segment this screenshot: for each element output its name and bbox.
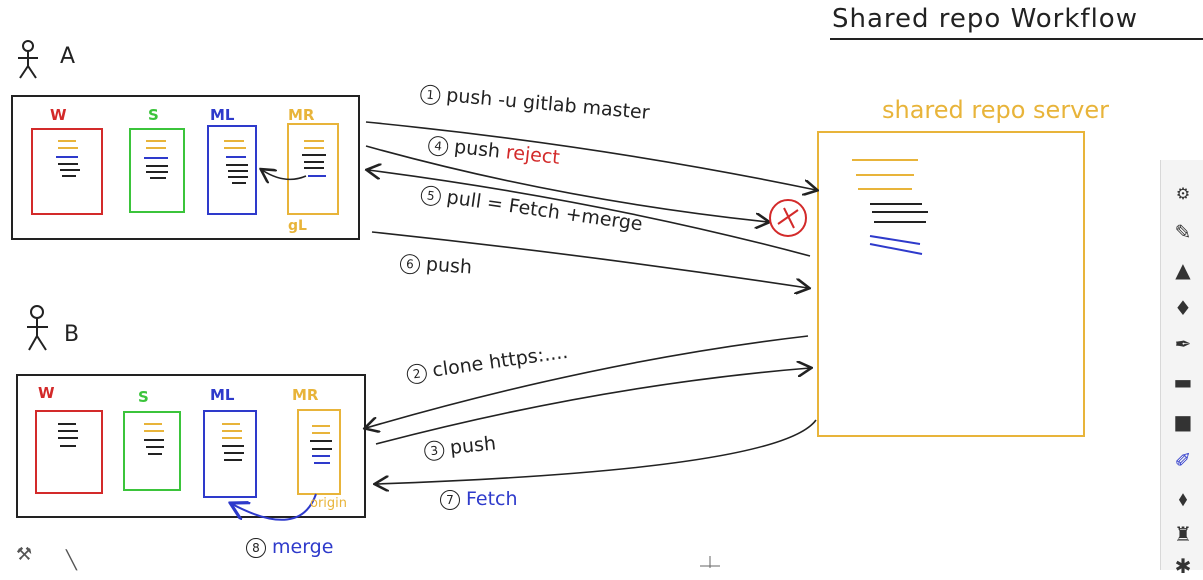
step-4-text: push — [453, 135, 502, 163]
marker-icon[interactable]: ▲ — [1175, 258, 1191, 282]
server-label: shared repo server — [882, 96, 1110, 124]
pencil-icon[interactable]: ✎ — [1174, 220, 1192, 244]
repo-b-box — [16, 374, 366, 518]
arrow-step7 — [376, 419, 817, 484]
repo-b-label-s: S — [138, 388, 149, 406]
pen-nib-icon[interactable]: ✒ — [1174, 332, 1192, 356]
title-underline — [830, 38, 1203, 40]
settings-icon[interactable]: ⚙ — [1175, 184, 1191, 203]
repo-a-label-s: S — [148, 106, 159, 124]
reject-mark — [769, 199, 807, 237]
repo-a-remote-label: gL — [288, 218, 307, 234]
repo-a-col-mr — [287, 123, 339, 215]
step-7-text: Fetch — [466, 488, 518, 510]
repo-a-col-s — [129, 128, 185, 213]
arrow-step2 — [366, 335, 809, 428]
repo-b-col-ml — [203, 410, 257, 498]
repo-a-col-w — [31, 128, 103, 215]
brush-icon[interactable]: ♜ — [1174, 522, 1192, 546]
step-6-text: push — [425, 253, 473, 279]
repo-a-commits — [56, 140, 326, 184]
wrench-icon[interactable]: ⚒ — [16, 544, 33, 565]
repo-b-commits — [58, 423, 332, 464]
merge-arrow — [232, 493, 317, 521]
brush-corner-icon[interactable]: ╲ — [66, 550, 77, 571]
cursor-crosshair — [700, 556, 720, 568]
arrow-step3 — [375, 368, 810, 445]
arrow-step4 — [365, 145, 768, 222]
repo-b-label-mr: MR — [292, 386, 319, 404]
repo-a-col-ml — [207, 125, 257, 215]
server-commits — [852, 159, 928, 255]
step-6-number: 6 — [399, 253, 421, 275]
blue-pen-icon[interactable]: ✐ — [1174, 448, 1192, 472]
repo-b-label-ml: ML — [210, 386, 235, 404]
eraser-icon[interactable]: ▬ — [1173, 370, 1193, 394]
star-tool-icon[interactable]: ✱ — [1174, 554, 1192, 578]
repo-a-label-mr: MR — [288, 106, 315, 124]
actor-a-figure — [18, 40, 38, 79]
actor-b-label: B — [64, 322, 80, 347]
step-3-number: 3 — [423, 439, 446, 462]
step-4-number: 4 — [427, 134, 450, 157]
step-7-number: 7 — [440, 489, 460, 510]
repo-a-label-w: W — [50, 106, 67, 124]
chisel-pen-icon[interactable]: ⬧ — [1178, 486, 1188, 510]
step-1-number: 1 — [419, 83, 442, 106]
repo-a-box — [11, 95, 360, 240]
step-5-number: 5 — [419, 184, 443, 207]
step-8-number: 8 — [246, 537, 266, 558]
step-2-number: 2 — [405, 362, 429, 385]
diagram-title: Shared repo Workflow — [832, 4, 1138, 34]
repo-b-col-mr — [297, 409, 341, 495]
felt-pen-icon[interactable]: ♦ — [1174, 296, 1192, 320]
actor-b-figure — [27, 305, 48, 351]
fill-icon[interactable]: ■ — [1173, 410, 1193, 434]
arrow-step6 — [371, 231, 808, 288]
repo-b-label-w: W — [38, 384, 55, 402]
drawing-canvas — [11, 40, 1085, 568]
repo-a-internal-arrow — [262, 170, 307, 179]
repo-b-col-w — [35, 410, 103, 494]
repo-b-remote-label: origin — [310, 496, 348, 511]
step-8-label: 8 merge — [246, 536, 333, 558]
arrow-step1 — [365, 121, 816, 190]
step-8-text: merge — [272, 536, 334, 558]
repo-b-col-s — [123, 411, 181, 491]
step-7-label: 7 Fetch — [440, 488, 518, 510]
actor-a-label: A — [60, 44, 76, 69]
server-box — [817, 131, 1085, 437]
arrow-step5 — [368, 170, 811, 257]
repo-a-label-ml: ML — [210, 106, 235, 124]
tool-palette: ⚙ ✎ ▲ ♦ ✒ ▬ ■ ✐ ⬧ ♜ ✱ — [1160, 160, 1203, 578]
